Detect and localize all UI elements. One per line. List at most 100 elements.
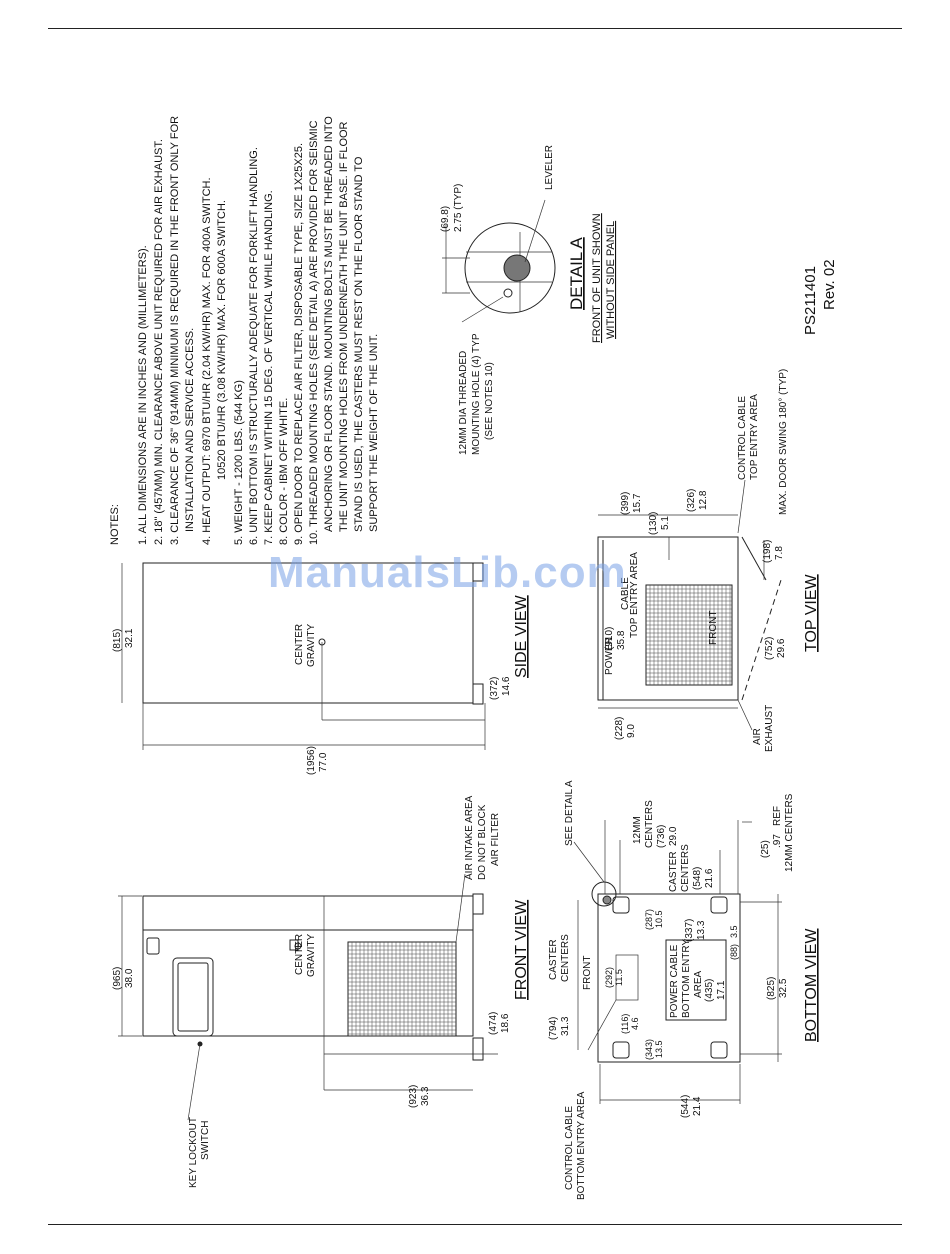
front-cg-label-2: GRAVITY: [306, 934, 317, 977]
notes-heading: NOTES:: [109, 504, 121, 545]
bottom-caster-label-2: CENTERS: [680, 844, 691, 892]
leader-line: [587, 999, 617, 1051]
power-area-label-1: POWER CABLE: [669, 944, 680, 1018]
caster-pad: [612, 896, 630, 914]
top-d399-mm: (399): [620, 492, 631, 515]
top-d130-mm: (130): [648, 512, 659, 535]
bottom-view: SEE DETAIL A 12MM CENTERS (736) 29.0 CAS…: [548, 780, 820, 1200]
top-d752-in: 29.6: [776, 638, 787, 658]
leader-line: [461, 296, 504, 323]
side-height-in: 77.0: [318, 752, 329, 772]
bottom-12mm-centers: 12MM CENTERS: [784, 793, 795, 872]
bottom-d337-in: 13.3: [696, 920, 707, 940]
top-power-label-3: TOP ENTRY AREA: [629, 552, 640, 638]
hole-label-2: MOUNTING HOLE (4) TYP: [471, 333, 482, 455]
bottom-control-label-1: CONTROL CABLE: [564, 1106, 575, 1190]
bottom-d825-mm: (825): [766, 977, 777, 1000]
bottom-d88-mm: (88): [729, 944, 739, 960]
notes-block: NOTES: 1. ALL DIMENSIONS ARE IN INCHES A…: [109, 116, 380, 545]
bottom-d116-mm: (116): [620, 1014, 630, 1034]
power-area-label-2: BOTTOM ENTRY: [681, 939, 692, 1018]
hole-label-3: (SEE NOTES 10): [484, 362, 495, 440]
bottom-d88-in: 3.5: [729, 925, 739, 938]
note-line: 6. UNIT BOTTOM IS STRUCTURALLY ADEQUATE …: [248, 147, 260, 545]
grille-lines: [646, 585, 732, 685]
hole-label-1: 12MM DIA THREADED: [458, 351, 469, 455]
top-d130-in: 5.1: [660, 516, 671, 530]
bottom-centers-label-1: 12MM: [632, 816, 643, 844]
caster-pad: [710, 896, 728, 914]
power-cable-area: [665, 939, 727, 1021]
bottom-d343-in: 13.5: [654, 1040, 664, 1058]
top-view: (910) 35.8 POWER CABLE TOP ENTRY AREA (3…: [597, 369, 820, 752]
note-line: THE UNIT MOUNTING HOLES FROM UNDERNEATH …: [338, 121, 350, 532]
detail-a: (69.8) 2.75 (TYP) LEVELER 12MM DIA THREA…: [440, 145, 617, 455]
leader-line: [573, 841, 605, 883]
caster-pad: [612, 1041, 630, 1059]
top-front-label: FRONT: [708, 611, 719, 645]
air-exhaust-label-2: EXHAUST: [764, 705, 775, 752]
display-screen: [177, 962, 209, 1032]
grille-lines: [348, 942, 456, 1036]
top-d910-in: 35.8: [616, 630, 627, 650]
top-d752-mm: (752): [764, 637, 775, 660]
gravity-mark: [289, 939, 299, 951]
display-panel: [172, 957, 214, 1037]
top-d326-in: 12.8: [698, 490, 709, 510]
leader-line: [524, 199, 546, 263]
top-d228-mm: (228): [614, 717, 625, 740]
bottom-d287-mm: (287): [644, 909, 654, 930]
bottom-d435-mm: (435): [704, 979, 715, 1002]
side-cg-label-2: GRAVITY: [306, 624, 317, 667]
air-intake-label-2: DO NOT BLOCK: [477, 804, 488, 880]
bottom-d25-mm: (25): [760, 840, 771, 858]
mounting-hole: [503, 288, 513, 298]
top-d910-mm: (910): [604, 627, 615, 650]
side-cg-mm: (372): [489, 677, 500, 700]
front-cg-mm: (474): [488, 1012, 499, 1035]
bottom-ref-label: REF: [772, 806, 783, 826]
detail-a-title: DETAIL A: [567, 237, 586, 310]
front-view-outline: [142, 895, 474, 1037]
front-height-mm: (923): [408, 1085, 419, 1108]
front-height-in: 36.3: [420, 1086, 431, 1106]
bottom-d736-in: 29.0: [668, 826, 679, 846]
side-cg-label-1: CENTER: [294, 624, 305, 665]
air-exhaust-label-1: AIR: [752, 728, 763, 745]
handle: [146, 937, 160, 955]
power-area-label-3: AREA: [693, 970, 704, 998]
bottom-front-label: FRONT: [582, 956, 593, 990]
note-line: 2. 18" (457MM) MIN. CLEARANCE ABOVE UNIT…: [153, 139, 165, 545]
top-view-title: TOP VIEW: [803, 573, 820, 652]
note-line: ANCHORING OR FLOOR STAND. MOUNTING BOLTS…: [323, 116, 335, 532]
note-line: 3. CLEARANCE OF 36" (914MM) MINIMUM IS R…: [169, 116, 181, 545]
side-view-title: SIDE VIEW: [513, 594, 530, 678]
bottom-centers-label-2: CENTERS: [644, 800, 655, 848]
bottom-d116-in: 4.6: [630, 1017, 640, 1030]
front-caster: [472, 893, 484, 915]
bottom-caster-b-label-2: CENTERS: [560, 934, 571, 982]
front-width-mm: (965): [112, 967, 123, 990]
detail-a-subtitle-2: WITHOUT SIDE PANEL: [605, 221, 617, 339]
side-depth-in: 32.1: [124, 628, 135, 648]
see-detail-label: SEE DETAIL A: [564, 780, 575, 846]
drawing-revision: Rev. 02: [821, 259, 838, 310]
note-line: 9. OPEN DOOR TO REPLACE AIR FILTER, DISP…: [293, 143, 305, 545]
leader-line: [455, 873, 466, 943]
caster-pad: [710, 1041, 728, 1059]
front-view: (965) 38.0 CENTER GRAVITY (923) 36.3 (47…: [112, 795, 530, 1188]
bottom-d25-in: .97: [772, 834, 783, 848]
bottom-rule: [48, 1224, 902, 1225]
front-width-in: 38.0: [124, 968, 135, 988]
bottom-control-label-2: BOTTOM ENTRY AREA: [576, 1091, 587, 1200]
bottom-view-title: BOTTOM VIEW: [803, 928, 820, 1042]
leader-line: [737, 699, 753, 731]
top-power-label-2: CABLE: [620, 577, 631, 610]
note-line: 8. COLOR - IBM OFF WHITE.: [278, 398, 290, 545]
top-control-label-2: TOP ENTRY AREA: [749, 394, 760, 480]
top-power-label-1: POWER: [604, 637, 615, 675]
bottom-d794-in: 31.3: [560, 1016, 571, 1036]
top-d198-in: 7.8: [774, 546, 785, 560]
watermark: ManualsLib.com: [268, 548, 627, 597]
